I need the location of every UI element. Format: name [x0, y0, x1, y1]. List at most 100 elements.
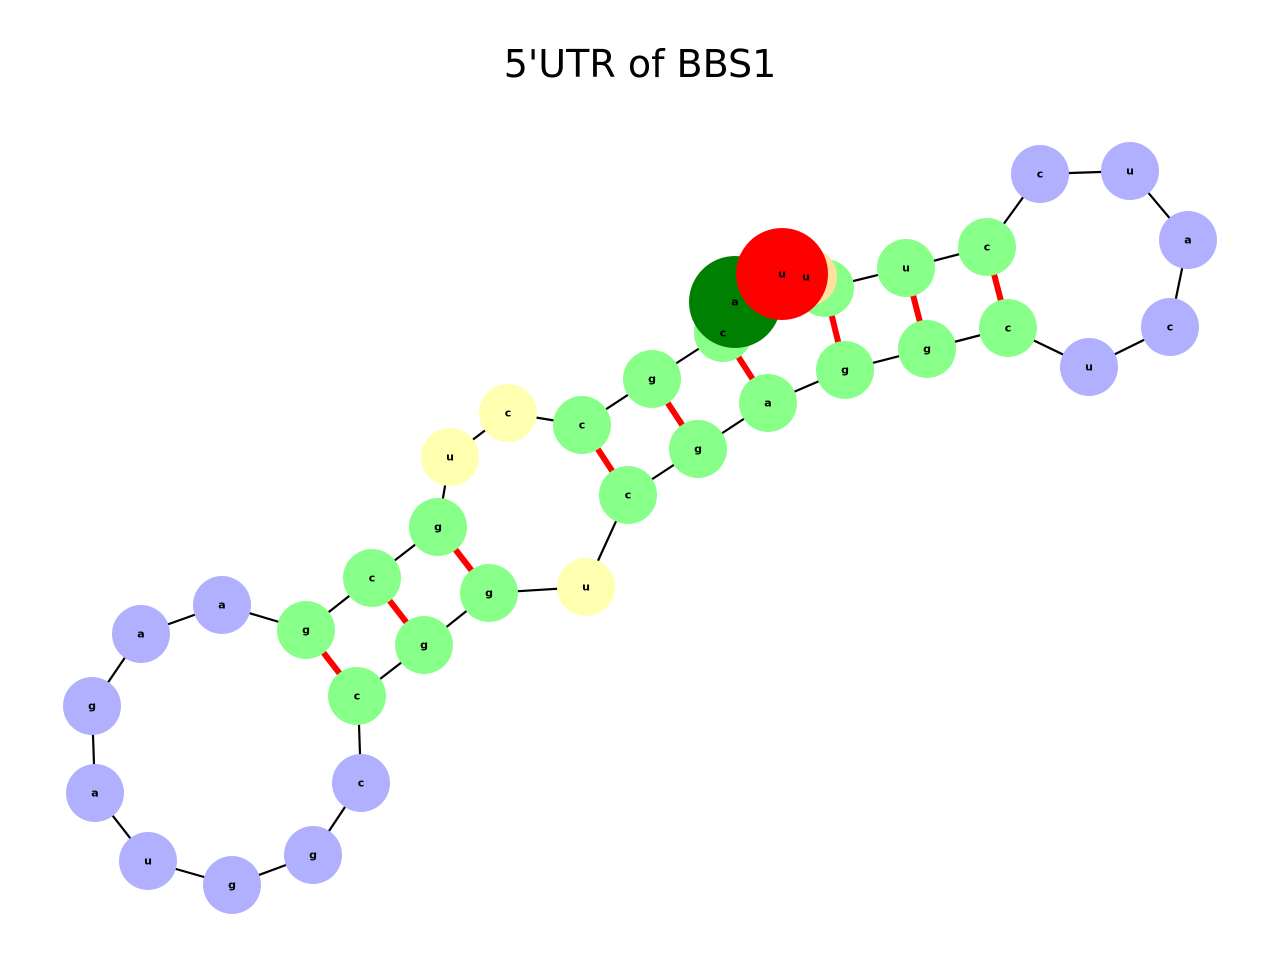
- nucleotide-node-circle: [479, 384, 537, 442]
- nucleotide-node: g: [460, 564, 518, 622]
- nucleotide-label: g: [309, 849, 317, 862]
- nucleotide-node-circle: [395, 616, 453, 674]
- nucleotide-node: g: [277, 601, 335, 659]
- nucleotide-node: g: [395, 616, 453, 674]
- nucleotide-node-circle: [460, 564, 518, 622]
- nucleotide-label: g: [923, 343, 931, 356]
- nucleotide-label: c: [505, 407, 512, 420]
- nucleotide-node: a: [66, 764, 124, 822]
- nucleotide-node: c: [479, 384, 537, 442]
- nucleotide-node-circle: [1141, 298, 1199, 356]
- nucleotide-node-circle: [284, 826, 342, 884]
- nucleotide-label: g: [694, 443, 702, 456]
- nucleotide-node: c: [553, 396, 611, 454]
- nucleotide-node-circle: [112, 605, 170, 663]
- nucleotide-label: c: [1167, 321, 1174, 334]
- nucleotide-label: c: [720, 327, 727, 340]
- nucleotide-node-circle: [332, 754, 390, 812]
- nucleotide-label: c: [358, 777, 365, 790]
- backbone-layer: [90, 169, 1190, 887]
- nucleotide-node-circle: [599, 466, 657, 524]
- nucleotide-label: c: [579, 419, 586, 432]
- nucleotide-node: g: [669, 420, 727, 478]
- nucleotide-label: c: [1005, 322, 1012, 335]
- nucleotide-node: g: [63, 677, 121, 735]
- nucleotide-label: u: [1126, 165, 1134, 178]
- nucleotide-node-circle: [1101, 142, 1159, 200]
- nucleotide-node: c: [328, 667, 386, 725]
- nucleotide-label: a: [764, 397, 771, 410]
- nucleotide-label: a: [91, 787, 98, 800]
- nucleotide-label: u: [446, 451, 454, 464]
- nucleotide-layer: c g c u c u g c g c g g u a g a a g c g c g a g g c u a c u c c u u: [63, 142, 1217, 914]
- nucleotide-node-circle: [63, 677, 121, 735]
- nucleotide-node-circle: [898, 320, 956, 378]
- nucleotide-node-circle: [193, 576, 251, 634]
- nucleotide-label: g: [420, 639, 428, 652]
- nucleotide-label: a: [218, 599, 225, 612]
- nucleotide-label: g: [485, 587, 493, 600]
- nucleotide-label: c: [625, 489, 632, 502]
- nucleotide-label: c: [369, 572, 376, 585]
- nucleotide-node: g: [816, 341, 874, 399]
- nucleotide-node: u: [557, 558, 615, 616]
- nucleotide-label: u: [802, 271, 810, 284]
- nucleotide-label: c: [354, 690, 361, 703]
- nucleotide-node: a: [739, 374, 797, 432]
- nucleotide-node: g: [203, 856, 261, 914]
- nucleotide-node: c: [1141, 298, 1199, 356]
- nucleotide-node-circle: [119, 832, 177, 890]
- nucleotide-node-circle: [1060, 338, 1118, 396]
- nucleotide-node: a: [112, 605, 170, 663]
- nucleotide-node: g: [623, 350, 681, 408]
- nucleotide-label: u: [1085, 361, 1093, 374]
- nucleotide-node-circle: [343, 549, 401, 607]
- nucleotide-node: c: [979, 299, 1037, 357]
- end-marker-node: u: [736, 228, 828, 320]
- nucleotide-node: a: [1159, 211, 1217, 269]
- nucleotide-node-circle: [623, 350, 681, 408]
- nucleotide-label: g: [434, 521, 442, 534]
- nucleotide-node-circle: [557, 558, 615, 616]
- nucleotide-node: c: [332, 754, 390, 812]
- nucleotide-node: c: [599, 466, 657, 524]
- nucleotide-node-circle: [816, 341, 874, 399]
- nucleotide-node-circle: [1159, 211, 1217, 269]
- nucleotide-label: g: [228, 879, 236, 892]
- nucleotide-label: u: [902, 262, 910, 275]
- nucleotide-node: u: [421, 428, 479, 486]
- nucleotide-node: g: [409, 498, 467, 556]
- nucleotide-label: a: [1184, 234, 1191, 247]
- nucleotide-node-circle: [877, 239, 935, 297]
- nucleotide-label: u: [144, 855, 152, 868]
- nucleotide-label: c: [1037, 168, 1044, 181]
- nucleotide-label: g: [648, 373, 656, 386]
- nucleotide-node: u: [1101, 142, 1159, 200]
- nucleotide-node-circle: [553, 396, 611, 454]
- nucleotide-node: g: [898, 320, 956, 378]
- nucleotide-node-circle: [66, 764, 124, 822]
- nucleotide-node: u: [119, 832, 177, 890]
- nucleotide-label: a: [731, 296, 738, 309]
- nucleotide-node-circle: [421, 428, 479, 486]
- end-marker-node-circle: [736, 228, 828, 320]
- nucleotide-node: u: [877, 239, 935, 297]
- nucleotide-node-circle: [328, 667, 386, 725]
- nucleotide-label: g: [841, 364, 849, 377]
- nucleotide-label: g: [88, 700, 96, 713]
- nucleotide-label: u: [582, 581, 590, 594]
- nucleotide-node-circle: [739, 374, 797, 432]
- nucleotide-label: c: [984, 241, 991, 254]
- nucleotide-node: c: [1011, 145, 1069, 203]
- nucleotide-node: u: [1060, 338, 1118, 396]
- nucleotide-node: c: [343, 549, 401, 607]
- nucleotide-node-circle: [669, 420, 727, 478]
- nucleotide-node: a: [193, 576, 251, 634]
- nucleotide-node-circle: [958, 218, 1016, 276]
- nucleotide-node: g: [284, 826, 342, 884]
- nucleotide-label: a: [137, 628, 144, 641]
- nucleotide-node-circle: [203, 856, 261, 914]
- nucleotide-node-circle: [277, 601, 335, 659]
